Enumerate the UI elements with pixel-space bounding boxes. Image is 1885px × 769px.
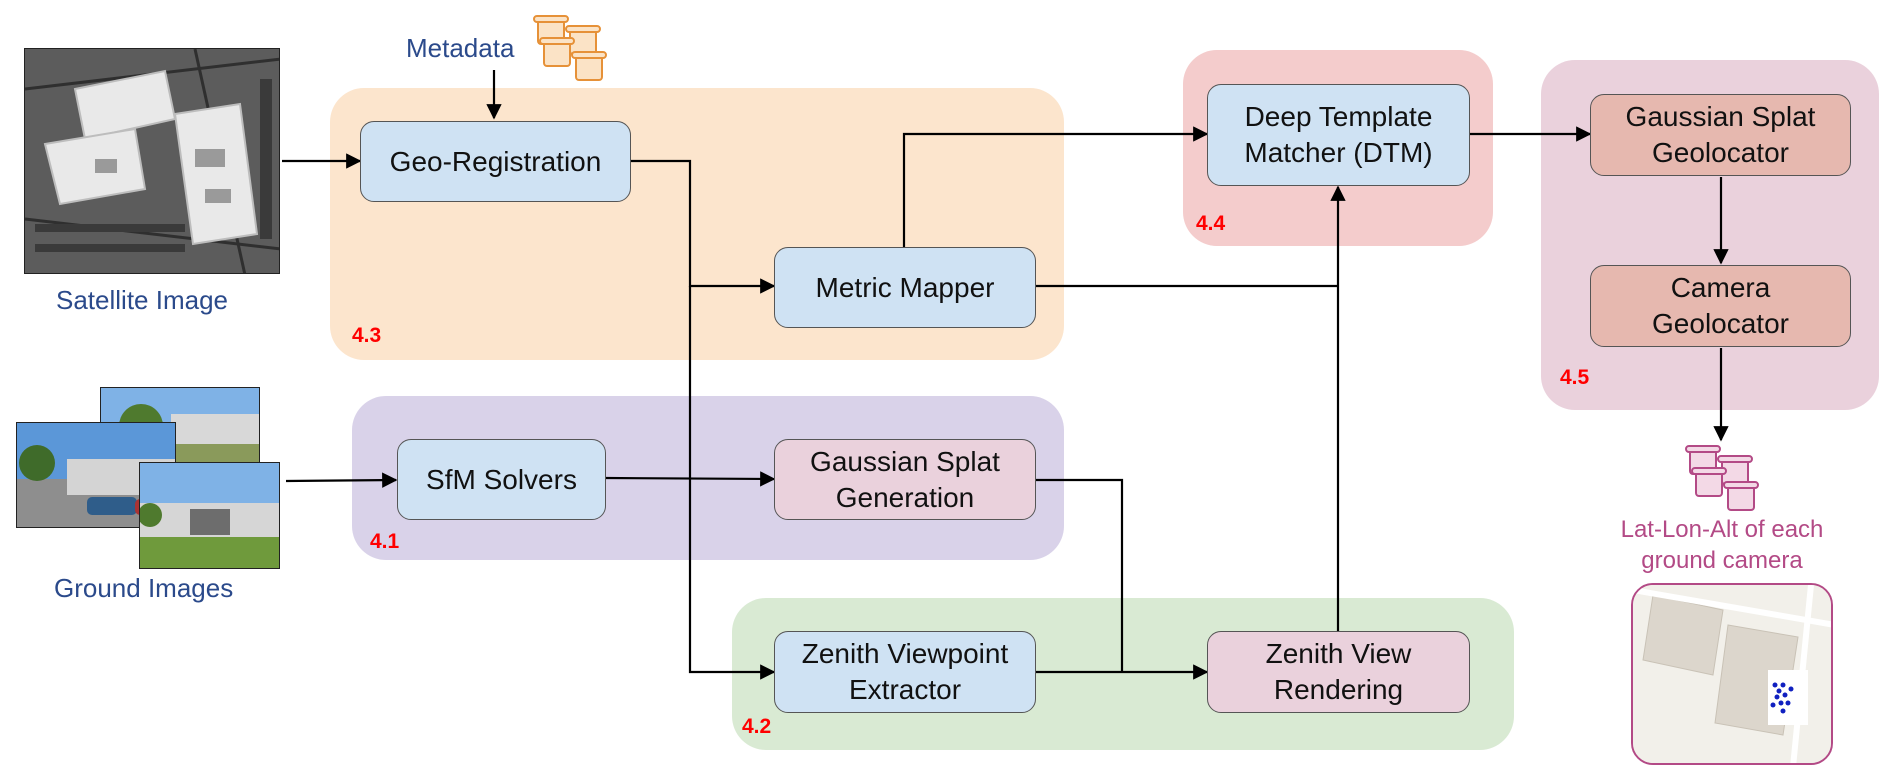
- section-label-4-5: 4.5: [1560, 366, 1590, 389]
- output-map-thumbnail: [1631, 583, 1833, 765]
- arrow-georeg-to-metric-mapper: [631, 159, 776, 294]
- arrow-sfm-to-splat-generation: [605, 471, 776, 487]
- zenith-view-rendering-node[interactable]: Zenith View Rendering: [1207, 631, 1470, 713]
- lat-lon-alt-caption: Lat-Lon-Alt of each ground camera: [1620, 516, 1824, 574]
- metadata-label: Metadata: [406, 33, 515, 63]
- section-label-4-2: 4.2: [742, 715, 772, 738]
- arrow-metric-mapper-to-dtm: [902, 126, 1209, 248]
- satellite-image: [24, 48, 280, 274]
- arrow-ground-to-sfm: [285, 472, 398, 488]
- ground-image-front: [139, 462, 280, 569]
- gaussian-splat-generation-node[interactable]: Gaussian Splat Generation: [774, 439, 1036, 520]
- section-label-4-3: 4.3: [352, 324, 382, 347]
- sfm-solvers-node[interactable]: SfM Solvers: [397, 439, 606, 520]
- metadata-scroll-icon: [533, 15, 607, 81]
- ground-image-back: [100, 387, 260, 463]
- geo-registration-node[interactable]: Geo-Registration: [360, 121, 631, 202]
- satellite-image-caption: Satellite Image: [56, 285, 228, 315]
- ground-images-caption: Ground Images: [54, 573, 234, 603]
- zenith-viewpoint-extractor-node[interactable]: Zenith Viewpoint Extractor: [774, 631, 1036, 713]
- section-label-4-1: 4.1: [370, 530, 400, 553]
- arrow-splat-generation-to-rendering: [1036, 478, 1124, 672]
- gaussian-splat-geolocator-node[interactable]: Gaussian Splat Geolocator: [1590, 94, 1851, 176]
- output-scroll-icon: [1685, 445, 1759, 511]
- deep-template-matcher-node[interactable]: Deep Template Matcher (DTM): [1207, 84, 1470, 186]
- camera-geolocator-node[interactable]: Camera Geolocator: [1590, 265, 1851, 347]
- arrow-georeg-to-zenith-extractor: [688, 286, 776, 680]
- section-label-4-4: 4.4: [1196, 212, 1226, 235]
- metric-mapper-node[interactable]: Metric Mapper: [774, 247, 1036, 328]
